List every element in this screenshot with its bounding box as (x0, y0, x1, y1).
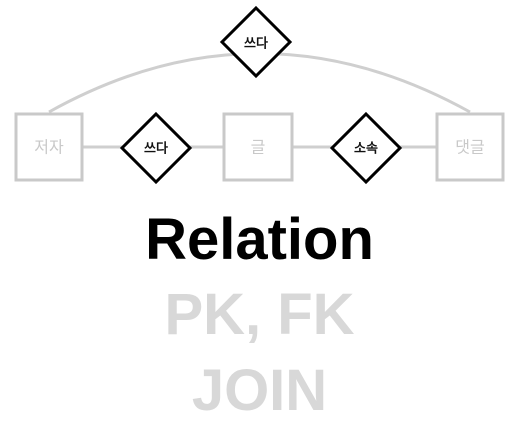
relation-diamond-write (119, 111, 193, 185)
headline-relation: Relation (145, 207, 374, 272)
entity-box-author (14, 112, 84, 182)
headline-join: JOIN (191, 358, 328, 423)
entity-label-comment: 댓글 (455, 138, 484, 157)
relation-diamond-belongs (329, 111, 403, 185)
headline-pk-fk: PK, FK (164, 282, 355, 347)
entity-label-author: 저자 (34, 138, 64, 157)
relation-diamond-top (219, 5, 293, 79)
entity-label-post: 글 (251, 138, 266, 157)
entity-box-comment (435, 112, 505, 182)
relation-label-write: 쓰다 (144, 141, 168, 157)
relation-label-belongs: 소속 (354, 142, 378, 157)
entity-box-post (222, 112, 294, 182)
relation-label-top: 쓰다 (244, 36, 268, 52)
